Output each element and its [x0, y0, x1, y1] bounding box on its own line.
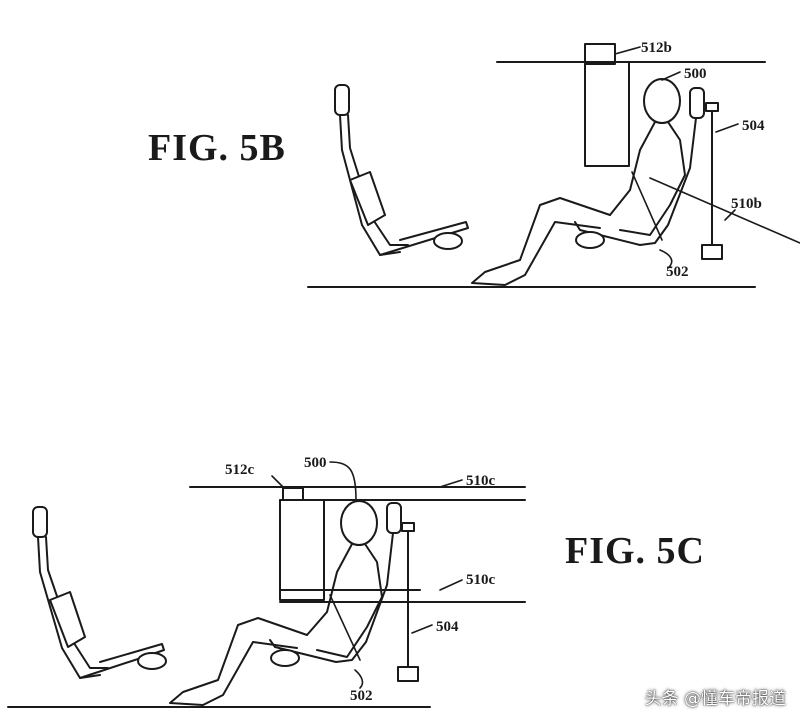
belt-diagonal-5b: [631, 171, 663, 241]
leader-504-5c: [411, 624, 433, 634]
occupant-legs-5c: [169, 617, 308, 706]
column-base-5b: [701, 244, 723, 260]
seat-pad-occupied-5b: [575, 231, 605, 249]
figure-5b: FIG. 5B 512b: [148, 40, 800, 288]
box-512c-top: [282, 487, 304, 501]
headrest-5c: [32, 506, 48, 538]
occupant-5b: [471, 78, 686, 286]
leader-510b: [724, 209, 736, 221]
leader-512b: [614, 46, 641, 55]
box-512c-body: [279, 499, 325, 601]
occupant-torso-back-5c: [316, 543, 383, 658]
ref-512b: 512b: [641, 40, 672, 56]
occupant-legs-5b: [471, 197, 611, 286]
column-base-5c: [397, 666, 419, 682]
leader-510c-lower: [439, 579, 463, 591]
leader-510c-upper: [439, 479, 463, 488]
seat-pan-5b: [379, 221, 469, 256]
figure-5c: FIG. 5C 512c: [7, 455, 705, 708]
occupant-seat-5c: [269, 502, 402, 667]
occupant-torso-front-5c: [306, 543, 353, 636]
seat-cushion-5c: [49, 591, 86, 648]
empty-seat-5c: [32, 506, 167, 679]
ref-502-5b: 502: [666, 264, 689, 280]
ref-510c-lower: 510c: [466, 572, 496, 588]
seat-pad-occupied-5c: [270, 649, 300, 667]
column-cap-5b: [705, 102, 719, 112]
seat-pad-5c: [137, 652, 167, 670]
ref-500-5c: 500: [304, 455, 327, 471]
leader-512c: [271, 475, 285, 489]
empty-seat-5b: [334, 84, 469, 256]
plane-510b-line: [649, 177, 800, 244]
ref-504-5b: 504: [742, 118, 765, 134]
seat-pan-occupied-5c: [269, 639, 337, 663]
seatback-outer-5c: [37, 536, 101, 679]
occupant-seat-5b: [574, 87, 705, 249]
ref-510c-upper: 510c: [466, 473, 496, 489]
headrest-occupied-5c: [386, 502, 402, 534]
seatback-occupied-5c: [335, 532, 394, 663]
ref-500-5b: 500: [684, 66, 707, 82]
figure-5b-title: FIG. 5B: [148, 127, 286, 169]
seatback-occupied-5b: [639, 117, 697, 246]
leader-502-5b: [659, 249, 673, 269]
leader-500-5c: [329, 461, 357, 501]
headrest-5b: [334, 84, 350, 116]
leader-500-5b: [661, 71, 681, 81]
occupant-5c: [169, 500, 383, 706]
occupant-head-5c: [340, 500, 378, 546]
leader-504-5b: [715, 123, 739, 133]
headrest-occupied-5b: [689, 87, 705, 119]
ref-512c: 512c: [225, 462, 255, 478]
ref-502-5c: 502: [350, 688, 373, 704]
ref-504-5c: 504: [436, 619, 459, 635]
figure-5c-title: FIG. 5C: [565, 530, 705, 572]
ref-510b: 510b: [731, 196, 762, 212]
seat-pad-5b: [433, 232, 463, 250]
occupant-torso-front-5b: [609, 121, 656, 216]
occupant-head-5b: [643, 78, 681, 124]
seat-cushion-5b: [349, 171, 386, 226]
leader-502-5c: [354, 669, 364, 689]
watermark: 头条 @懂车帝报道: [644, 689, 786, 709]
seat-pan-5c: [79, 643, 165, 679]
belt-diagonal-5c: [329, 594, 361, 661]
box-512b-body: [584, 61, 630, 167]
column-cap-5c: [401, 522, 415, 532]
